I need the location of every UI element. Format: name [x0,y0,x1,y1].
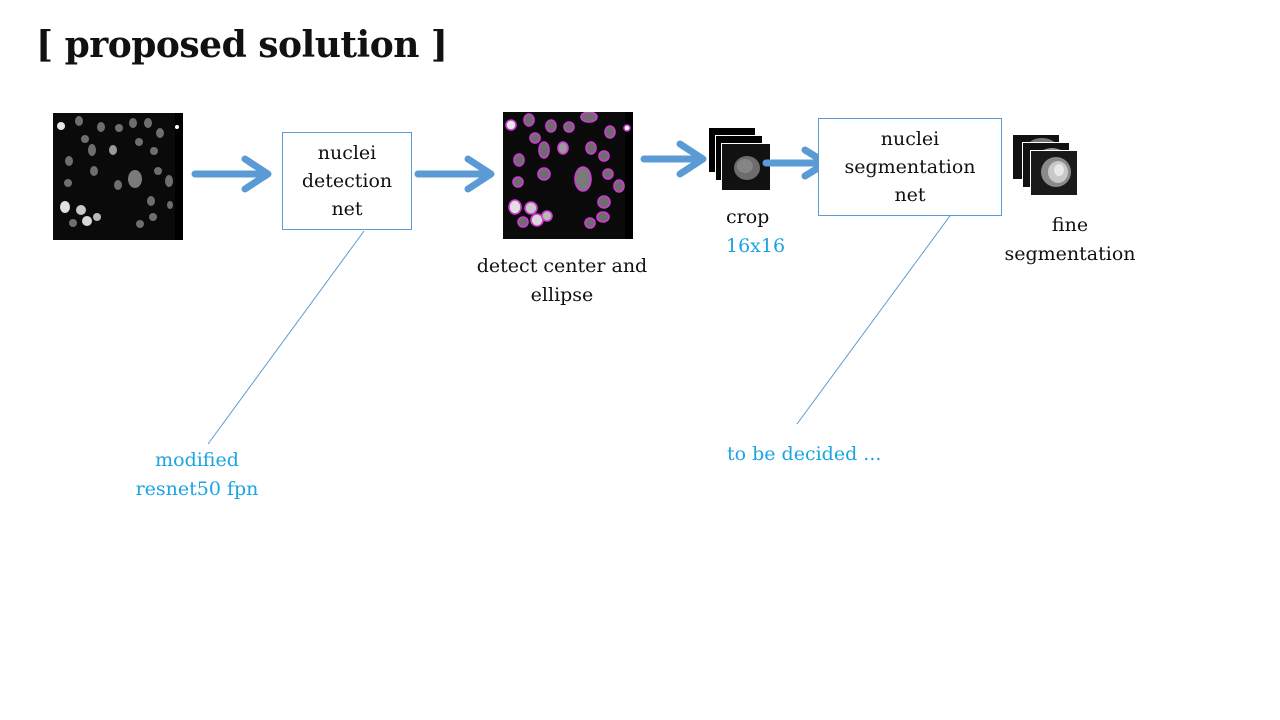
segmentation-box-line-3: net [894,184,926,206]
detect-center-line-2: ellipse [530,284,594,306]
fine-segmentation-label: fine segmentation [985,211,1155,269]
crop-label-text: crop [726,206,770,228]
detect-center-label: detect center and ellipse [452,252,672,310]
flow-arrow-ellipses-to-crop [640,140,707,178]
input-nuclei-image [53,113,183,240]
flow-arrow-crop-to-segmentation [762,146,830,180]
connector-segmentation-note [796,208,956,425]
crop-tile-front [721,143,771,191]
detection-box-line-3: net [331,198,363,220]
segmentation-model-note: to be decided ... [727,443,882,465]
segmentation-box-line-2: segmentation [844,156,976,178]
detection-box-line-1: nuclei [317,142,377,164]
segmentation-box-line-1: nuclei [880,128,940,150]
nuclei-detection-net-box: nuclei detection net [282,132,412,230]
detection-model-note: modified resnet50 fpn [112,446,282,504]
crop-label: crop 16x16 [710,203,790,261]
detect-center-line-1: detect center and [476,255,648,277]
nuclei-segmentation-net-box: nuclei segmentation net [818,118,1002,216]
detection-model-line-2: resnet50 fpn [135,478,259,500]
fine-segmentation-line-1: fine [1051,214,1089,236]
flow-arrow-input-to-detection [191,155,272,193]
slide-title: [ proposed solution ] [36,24,448,66]
detection-box-line-2: detection [301,170,393,192]
flow-arrow-detection-to-ellipses [414,155,495,193]
detection-model-line-1: modified [155,449,239,471]
connector-detection-note [207,230,365,445]
segmentation-tile-front [1030,150,1078,196]
detected-ellipses-image [503,112,633,239]
fine-segmentation-line-2: segmentation [1004,243,1136,265]
crop-size-label: 16x16 [726,235,786,257]
